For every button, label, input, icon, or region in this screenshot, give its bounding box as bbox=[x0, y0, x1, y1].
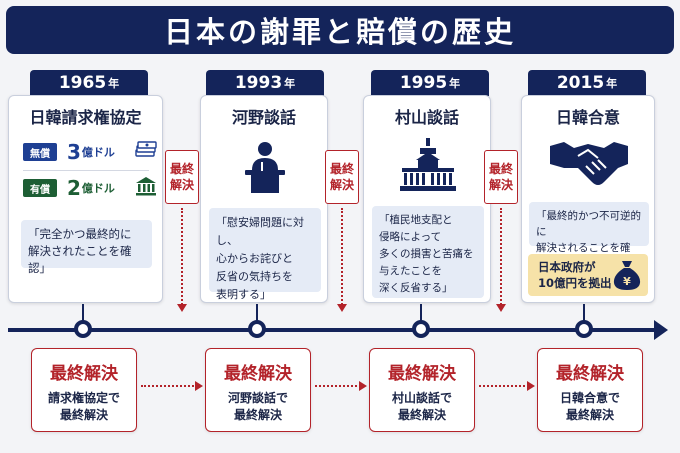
timeline-arrowhead bbox=[654, 320, 668, 340]
page-title: 日本の謝罪と賠償の歴史 bbox=[163, 15, 516, 49]
final-tag: 最終解決 bbox=[325, 150, 359, 204]
grant-unit: 億ドル bbox=[81, 146, 115, 159]
down-arrow bbox=[337, 208, 347, 312]
final-card-1995: 最終解決 村山談話で 最終解決 bbox=[369, 348, 475, 432]
node-stem bbox=[583, 304, 585, 322]
payment-grant: 無償 3 億ドル bbox=[23, 140, 157, 164]
quote-box-1965: 「完全かつ最終的に 解決されたことを確認」 bbox=[21, 220, 152, 275]
final-card-1993: 最終解決 河野談話で 最終解決 bbox=[205, 348, 311, 432]
quote-box-1995: 「植民地支配と 侵略によって 多くの損害と苦痛を 与えたことを 深く反省する」 bbox=[372, 206, 484, 298]
right-arrow bbox=[479, 381, 535, 391]
right-arrow bbox=[141, 381, 203, 391]
speaker-podium-icon bbox=[237, 140, 293, 198]
timeline-node-1993 bbox=[248, 320, 266, 338]
node-stem bbox=[256, 304, 258, 322]
node-stem bbox=[420, 304, 422, 322]
event-title: 河野談話 bbox=[231, 108, 296, 127]
event-title: 日韓合意 bbox=[555, 108, 620, 127]
event-card-1965: 日韓請求権協定 無償 3 億ドル 有償 2 億ドル bbox=[8, 95, 163, 303]
timeline-node-2015 bbox=[575, 320, 593, 338]
quote-box-2015: 「最終的かつ不可逆的に 解決されることを確認」 bbox=[529, 202, 649, 270]
node-stem bbox=[82, 304, 84, 322]
down-arrow bbox=[177, 208, 187, 312]
bank-icon bbox=[135, 176, 157, 200]
diet-building-icon bbox=[398, 136, 458, 198]
right-arrow bbox=[315, 381, 367, 391]
title-bar: 日本の謝罪と賠償の歴史 bbox=[6, 6, 674, 54]
loan-amount: 2 bbox=[67, 176, 81, 200]
timeline-node-1965 bbox=[74, 320, 92, 338]
loan-badge: 有償 bbox=[23, 179, 57, 197]
grant-amount: 3 bbox=[67, 140, 81, 164]
final-tag: 最終解決 bbox=[165, 150, 199, 204]
money-stack-icon bbox=[135, 141, 157, 163]
loan-unit: 億ドル bbox=[81, 182, 115, 195]
event-card-1993: 河野談話 「慰安婦問題に対し、 心からお詫びと 反省の気持ちを 表明する」 bbox=[200, 95, 328, 303]
payment-loan: 有償 2 億ドル bbox=[23, 176, 157, 200]
event-title: 日韓請求権協定 bbox=[29, 108, 142, 127]
final-tag: 最終解決 bbox=[484, 150, 518, 204]
down-arrow bbox=[496, 208, 506, 312]
quote-box-1993: 「慰安婦問題に対し、 心からお詫びと 反省の気持ちを 表明する」 bbox=[209, 208, 321, 301]
handshake-icon bbox=[548, 138, 630, 192]
event-title: 村山談話 bbox=[394, 108, 459, 127]
grant-badge: 無償 bbox=[23, 143, 57, 161]
svg-text:¥: ¥ bbox=[623, 275, 631, 288]
yen-bag-icon: ¥ bbox=[612, 259, 642, 295]
final-card-1965: 最終解決 請求権協定で 最終解決 bbox=[31, 348, 137, 432]
timeline-line bbox=[8, 328, 656, 332]
final-card-2015: 最終解決 日韓合意で 最終解決 bbox=[537, 348, 643, 432]
divider bbox=[23, 170, 149, 171]
fund-box: 日本政府が 10億円を拠出 ¥ bbox=[528, 254, 648, 296]
event-card-1995: 村山談話 「植民地支配と 侵略によって 多くの損害と苦痛を 与えたことを 深く反… bbox=[363, 95, 491, 303]
timeline-node-1995 bbox=[412, 320, 430, 338]
